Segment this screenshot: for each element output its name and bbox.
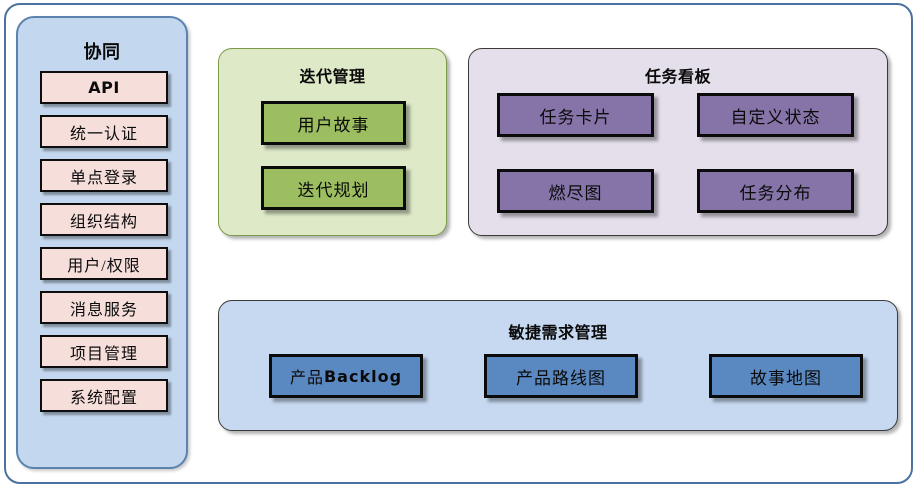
iteration-management-panel: 迭代管理 用户故事 迭代规划 [218, 48, 447, 236]
iteration-item-user-story[interactable]: 用户故事 [261, 101, 406, 145]
agile-requirements-title: 敏捷需求管理 [508, 323, 608, 342]
sidebar-item-unified-auth[interactable]: 统一认证 [40, 115, 168, 148]
agile-item-story-map[interactable]: 故事地图 [709, 354, 863, 398]
taskboard-item-custom-status[interactable]: 自定义状态 [697, 93, 854, 137]
sidebar-item-project-management[interactable]: 项目管理 [40, 335, 168, 368]
collaboration-item-list: API 统一认证 单点登录 组织结构 用户/权限 消息服务 项目管理 系统配置 [40, 71, 168, 423]
sidebar-item-system-config[interactable]: 系统配置 [40, 379, 168, 412]
sidebar-item-api[interactable]: API [40, 71, 168, 104]
agile-item-product-roadmap[interactable]: 产品路线图 [484, 354, 638, 398]
task-board-panel: 任务看板 任务卡片 自定义状态 燃尽图 任务分布 [468, 48, 888, 236]
sidebar-item-single-sign-on[interactable]: 单点登录 [40, 159, 168, 192]
sidebar-item-user-permission[interactable]: 用户/权限 [40, 247, 168, 280]
iteration-item-iteration-planning[interactable]: 迭代规划 [261, 166, 406, 210]
taskboard-item-task-distribution[interactable]: 任务分布 [697, 169, 854, 213]
taskboard-item-burndown-chart[interactable]: 燃尽图 [497, 169, 654, 213]
sidebar-item-org-structure[interactable]: 组织结构 [40, 203, 168, 236]
taskboard-item-task-card[interactable]: 任务卡片 [497, 93, 654, 137]
agile-item-product-backlog-latin: Backlog [323, 366, 403, 386]
agile-item-product-backlog-cjk: 产品 [289, 370, 324, 387]
collaboration-panel-title: 协同 [83, 42, 121, 63]
collaboration-panel: 协同 API 统一认证 单点登录 组织结构 用户/权限 消息服务 项目管理 系统… [16, 16, 188, 469]
task-board-title: 任务看板 [644, 67, 711, 86]
sidebar-item-message-service[interactable]: 消息服务 [40, 291, 168, 324]
iteration-management-title: 迭代管理 [299, 67, 366, 86]
